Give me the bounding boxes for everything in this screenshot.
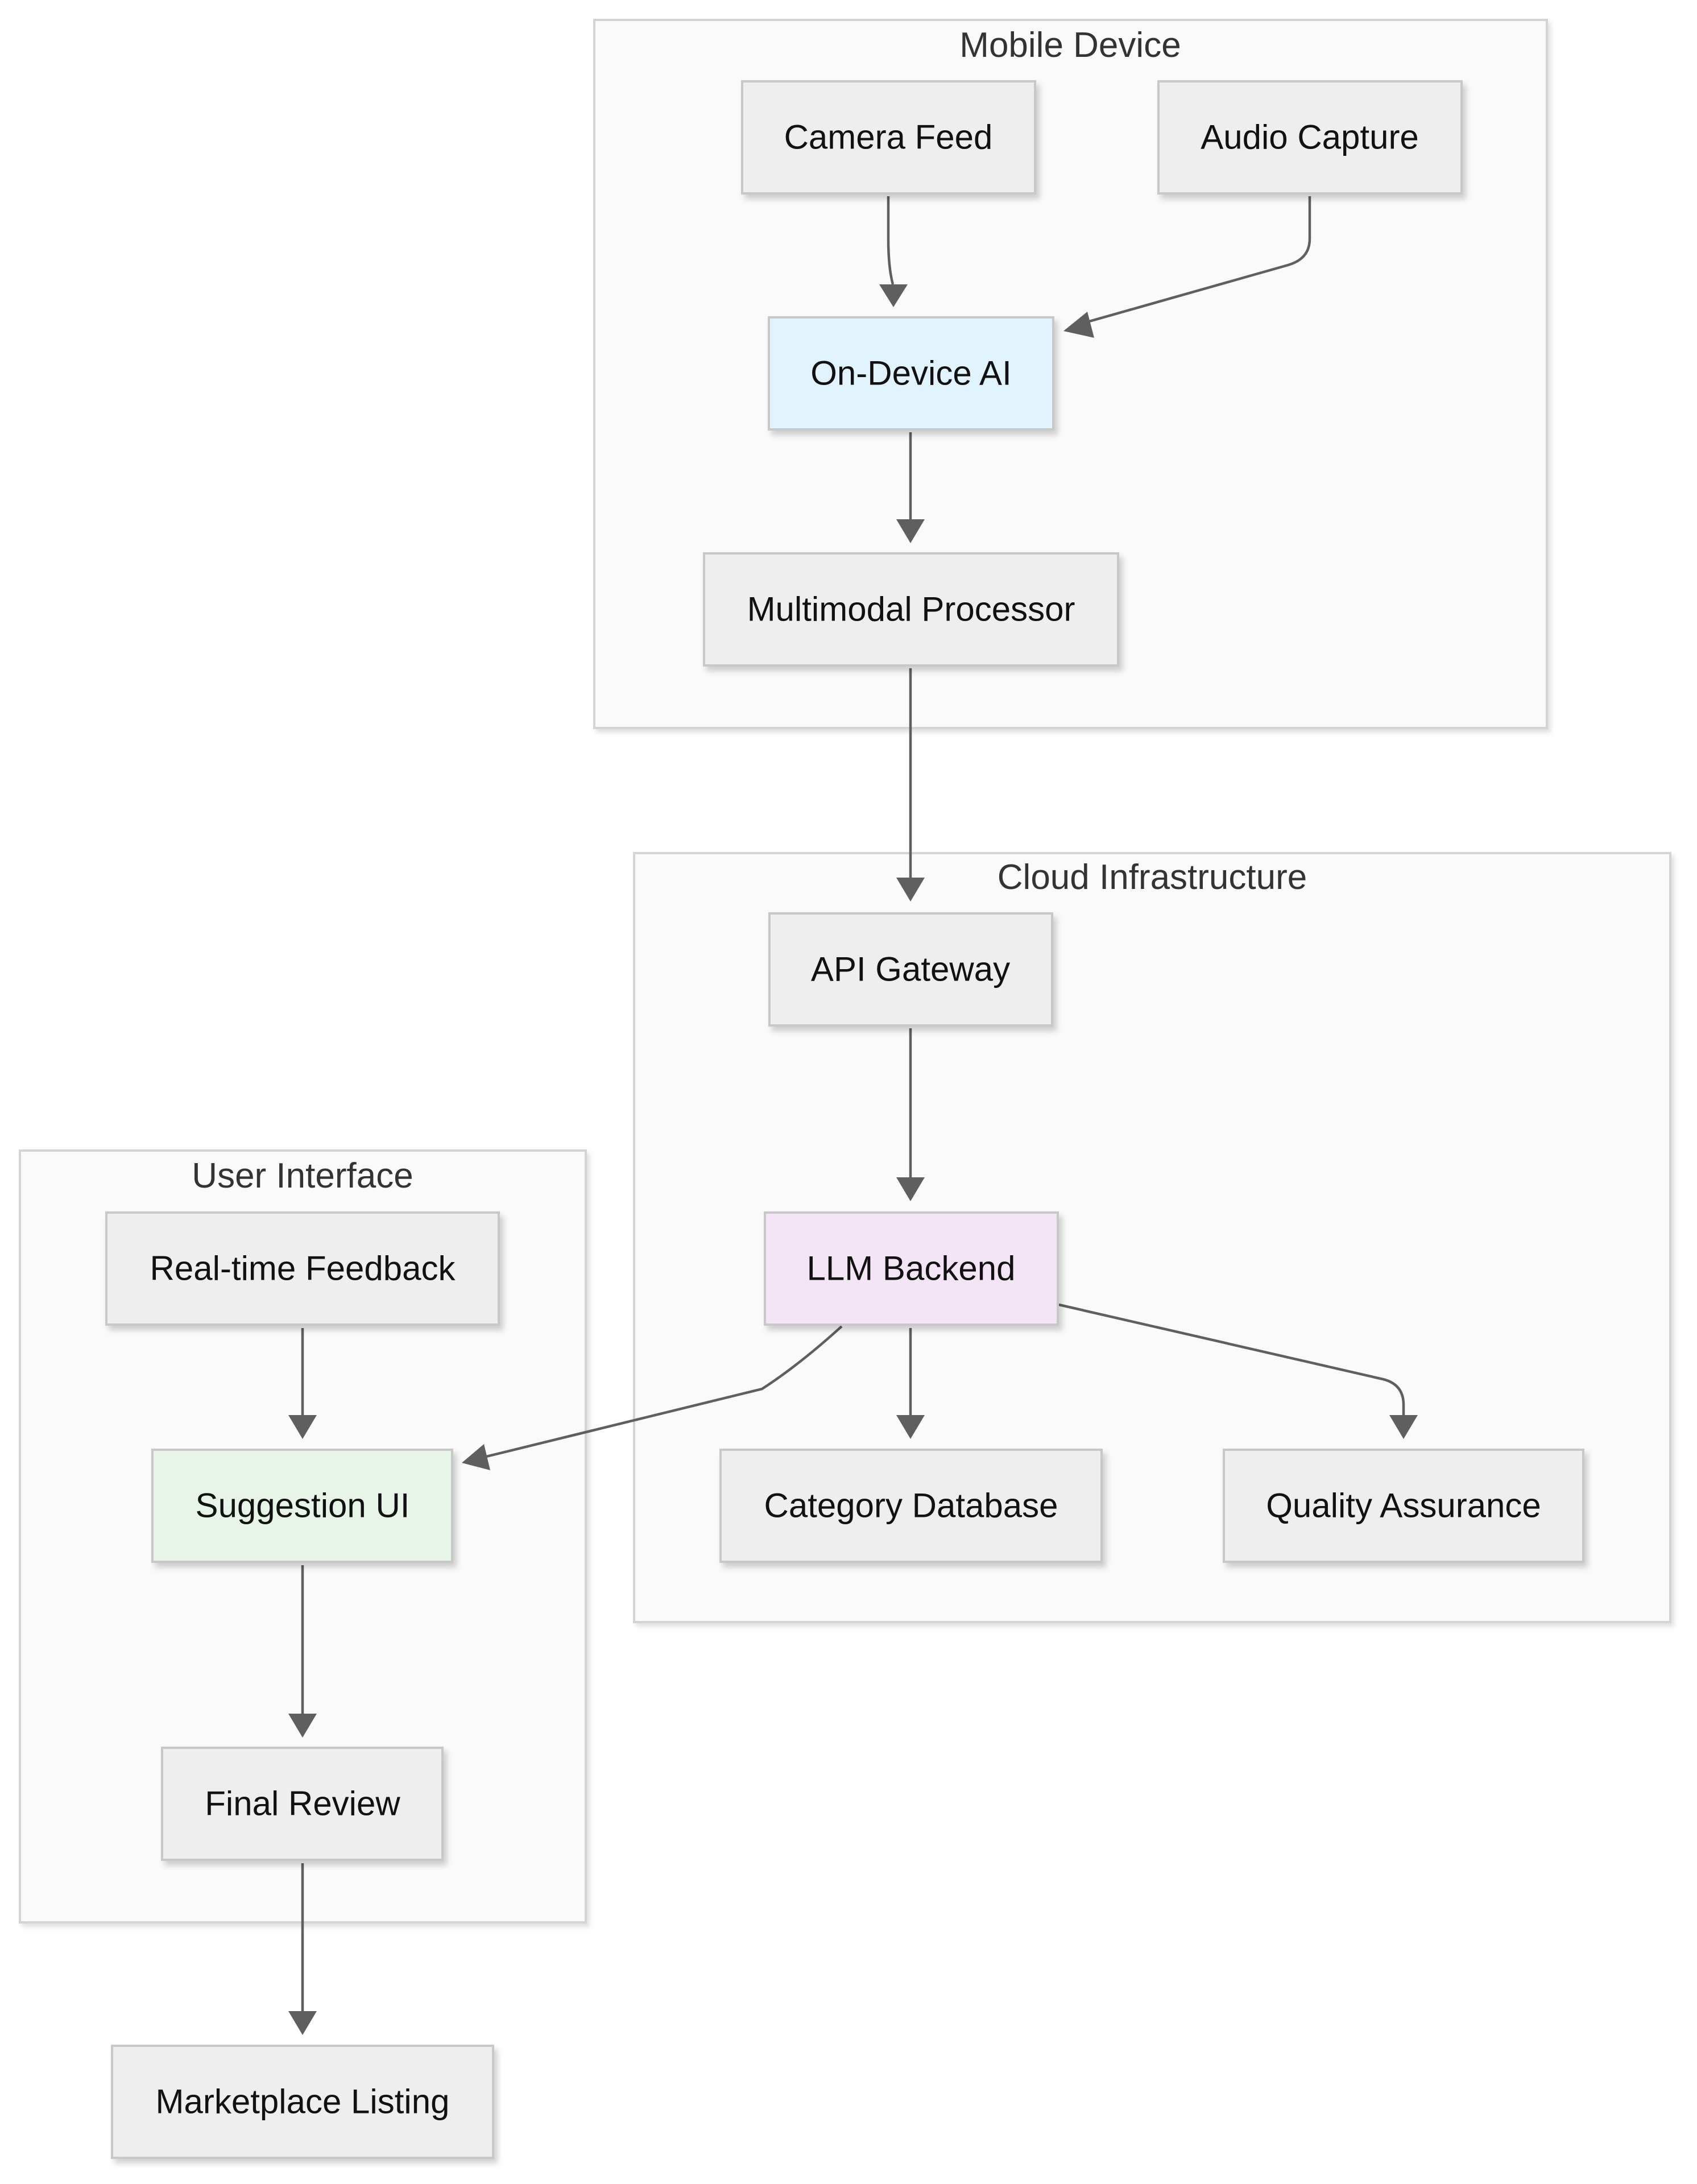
node-on-device-ai-label: On-Device AI xyxy=(810,354,1011,392)
edge-final-review-to-marketplace-listing xyxy=(288,1863,317,2035)
node-api-gateway[interactable]: API Gateway xyxy=(768,912,1053,1027)
node-realtime-feedback[interactable]: Real-time Feedback xyxy=(105,1211,500,1326)
node-suggestion-ui-label: Suggestion UI xyxy=(196,1487,410,1525)
node-api-gateway-label: API Gateway xyxy=(811,950,1010,988)
edge-llm-backend-to-suggestion-ui xyxy=(462,1325,843,1470)
node-realtime-feedback-label: Real-time Feedback xyxy=(150,1250,456,1288)
node-category-database-box[interactable] xyxy=(719,1449,1103,1563)
node-final-review[interactable]: Final Review xyxy=(161,1747,444,1861)
node-suggestion-ui-box[interactable] xyxy=(151,1449,453,1563)
edge-llm-backend-to-category-database xyxy=(896,1328,925,1439)
edge-llm-backend-to-quality-assurance xyxy=(1058,1303,1418,1439)
node-category-database-label: Category Database xyxy=(764,1487,1058,1525)
nodes: Camera Feed Audio Capture On-Device AI M… xyxy=(105,80,1584,2159)
node-quality-assurance-box[interactable] xyxy=(1223,1449,1584,1563)
node-api-gateway-box[interactable] xyxy=(768,912,1053,1027)
node-multimodal-processor-label: Multimodal Processor xyxy=(747,590,1075,628)
node-realtime-feedback-box[interactable] xyxy=(105,1211,500,1326)
cluster-user-interface-label: User Interface xyxy=(192,1156,413,1196)
node-final-review-label: Final Review xyxy=(205,1785,400,1823)
node-on-device-ai-box[interactable] xyxy=(768,316,1054,431)
node-audio-capture-box[interactable] xyxy=(1157,80,1463,195)
edge-suggestion-ui-to-final-review xyxy=(288,1565,317,1738)
node-llm-backend-label: LLM Backend xyxy=(807,1250,1016,1288)
node-camera-feed-box[interactable] xyxy=(741,80,1036,195)
node-quality-assurance[interactable]: Quality Assurance xyxy=(1223,1449,1584,1563)
node-llm-backend[interactable]: LLM Backend xyxy=(764,1211,1059,1326)
node-marketplace-listing[interactable]: Marketplace Listing xyxy=(111,2045,494,2159)
edge-realtime-feedback-to-suggestion-ui xyxy=(288,1328,317,1439)
node-camera-feed[interactable]: Camera Feed xyxy=(741,80,1036,195)
edge-audio-capture-to-on-device-ai xyxy=(1063,196,1311,338)
node-audio-capture-label: Audio Capture xyxy=(1201,118,1419,156)
cluster-cloud-infrastructure-label: Cloud Infrastructure xyxy=(997,858,1307,897)
node-marketplace-listing-box[interactable] xyxy=(111,2045,494,2159)
node-multimodal-processor[interactable]: Multimodal Processor xyxy=(703,552,1119,667)
edge-multimodal-processor-to-api-gateway xyxy=(896,668,925,901)
cluster-mobile-device-label: Mobile Device xyxy=(959,26,1181,65)
node-quality-assurance-label: Quality Assurance xyxy=(1266,1487,1541,1525)
node-audio-capture[interactable]: Audio Capture xyxy=(1157,80,1463,195)
node-suggestion-ui[interactable]: Suggestion UI xyxy=(151,1449,453,1563)
edge-camera-feed-to-on-device-ai xyxy=(879,196,908,307)
edge-on-device-ai-to-multimodal-processor xyxy=(896,432,925,543)
node-marketplace-listing-label: Marketplace Listing xyxy=(156,2083,450,2121)
node-on-device-ai[interactable]: On-Device AI xyxy=(768,316,1054,431)
edge-api-gateway-to-llm-backend xyxy=(896,1028,925,1201)
node-llm-backend-box[interactable] xyxy=(764,1211,1059,1326)
edges xyxy=(288,196,1418,2035)
node-category-database[interactable]: Category Database xyxy=(719,1449,1103,1563)
node-final-review-box[interactable] xyxy=(161,1747,444,1861)
node-camera-feed-label: Camera Feed xyxy=(784,118,993,156)
node-multimodal-processor-box[interactable] xyxy=(703,552,1119,667)
